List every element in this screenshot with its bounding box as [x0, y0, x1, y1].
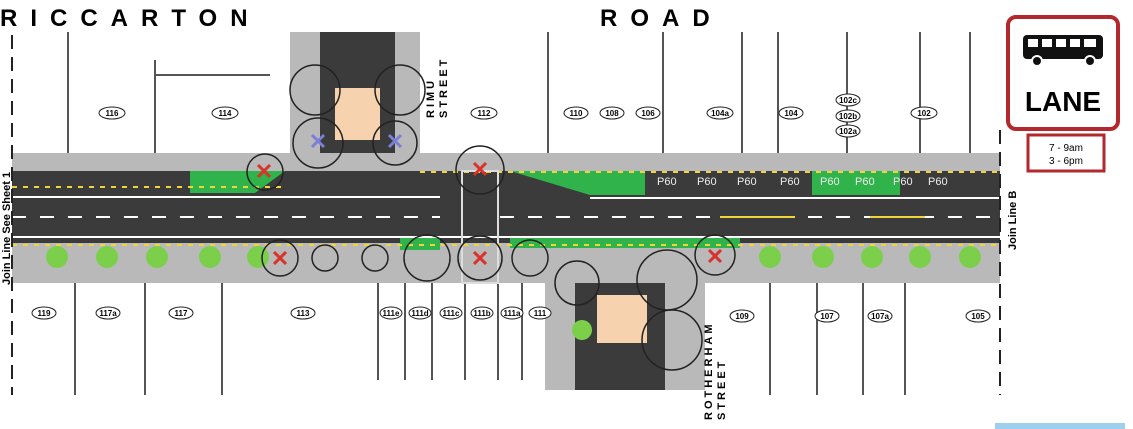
svg-text:109: 109	[735, 312, 749, 321]
south-footpath	[12, 243, 1000, 283]
svg-text:104a: 104a	[711, 109, 729, 118]
svg-text:114: 114	[219, 109, 232, 118]
relocate-markers	[310, 133, 403, 149]
svg-text:110: 110	[570, 109, 583, 118]
svg-text:102c: 102c	[839, 96, 857, 105]
svg-text:STREET: STREET	[438, 57, 450, 118]
svg-text:106: 106	[641, 109, 655, 118]
rimu-crossing-platform	[335, 88, 380, 140]
svg-text:102b: 102b	[839, 112, 857, 121]
svg-text:P60: P60	[737, 176, 757, 188]
svg-text:113: 113	[297, 309, 310, 318]
svg-text:102a: 102a	[839, 127, 857, 136]
svg-text:107a: 107a	[871, 312, 889, 321]
yellow-lines	[12, 171, 1000, 246]
bus-lanes	[190, 171, 900, 250]
bus-lane-sign: LANE 7 - 9am 3 - 6pm	[1006, 15, 1120, 173]
parking-signs: P60 P60 P60 P60 P60 P60 P60 P60	[657, 176, 948, 188]
rimu-street-label: RIMU STREET	[425, 57, 450, 118]
svg-text:P60: P60	[820, 176, 840, 188]
svg-text:111c: 111c	[443, 309, 460, 318]
property-lines	[67, 32, 971, 395]
lane-markings	[12, 196, 1000, 238]
join-line-right-label: Join Line B	[1007, 191, 1019, 250]
svg-text:P60: P60	[697, 176, 717, 188]
svg-text:116: 116	[106, 109, 119, 118]
bus-icon	[1023, 35, 1103, 67]
north-footpath	[12, 153, 1000, 171]
sign-time-pm: 3 - 6pm	[1049, 156, 1083, 167]
svg-text:105: 105	[971, 312, 985, 321]
svg-text:P60: P60	[780, 176, 800, 188]
svg-text:P60: P60	[855, 176, 875, 188]
svg-text:112: 112	[478, 109, 491, 118]
lot-numbers-top: 116 114 112 110 108 106 104a 104 102c 10…	[98, 93, 938, 138]
page-edge-tab	[995, 423, 1125, 429]
svg-text:RIMU: RIMU	[425, 78, 437, 118]
svg-text:117: 117	[175, 309, 188, 318]
road-name-left: RICCARTON	[0, 5, 261, 32]
svg-text:111a: 111a	[504, 309, 521, 318]
lot-numbers-bottom: 119 117a 117 113 111e 111d 111c 111b 111…	[31, 306, 991, 323]
svg-text:P60: P60	[657, 176, 677, 188]
road-name-right: ROAD	[600, 5, 723, 32]
remove-markers	[256, 161, 723, 266]
svg-text:111e: 111e	[383, 309, 400, 318]
svg-text:119: 119	[38, 309, 51, 318]
svg-text:111: 111	[534, 309, 547, 318]
svg-text:111d: 111d	[411, 309, 428, 318]
join-line-left-label: Join Line See Sheet 1	[1, 172, 13, 285]
svg-text:ROTHERHAM: ROTHERHAM	[703, 322, 715, 421]
sign-time-am: 7 - 9am	[1049, 143, 1083, 154]
svg-text:102: 102	[917, 109, 931, 118]
svg-text:111b: 111b	[473, 309, 490, 318]
svg-text:108: 108	[605, 109, 619, 118]
svg-text:107: 107	[820, 312, 834, 321]
svg-text:P60: P60	[928, 176, 948, 188]
svg-text:P60: P60	[893, 176, 913, 188]
rotherham-crossing-platform	[597, 295, 647, 343]
sign-lane-text: LANE	[1025, 86, 1101, 117]
tree-removal-circles	[246, 64, 736, 371]
svg-text:117a: 117a	[99, 309, 117, 318]
svg-text:104: 104	[784, 109, 798, 118]
street-trees	[46, 246, 981, 340]
svg-text:STREET: STREET	[716, 359, 728, 420]
rotherham-street-label: ROTHERHAM STREET	[703, 322, 728, 421]
